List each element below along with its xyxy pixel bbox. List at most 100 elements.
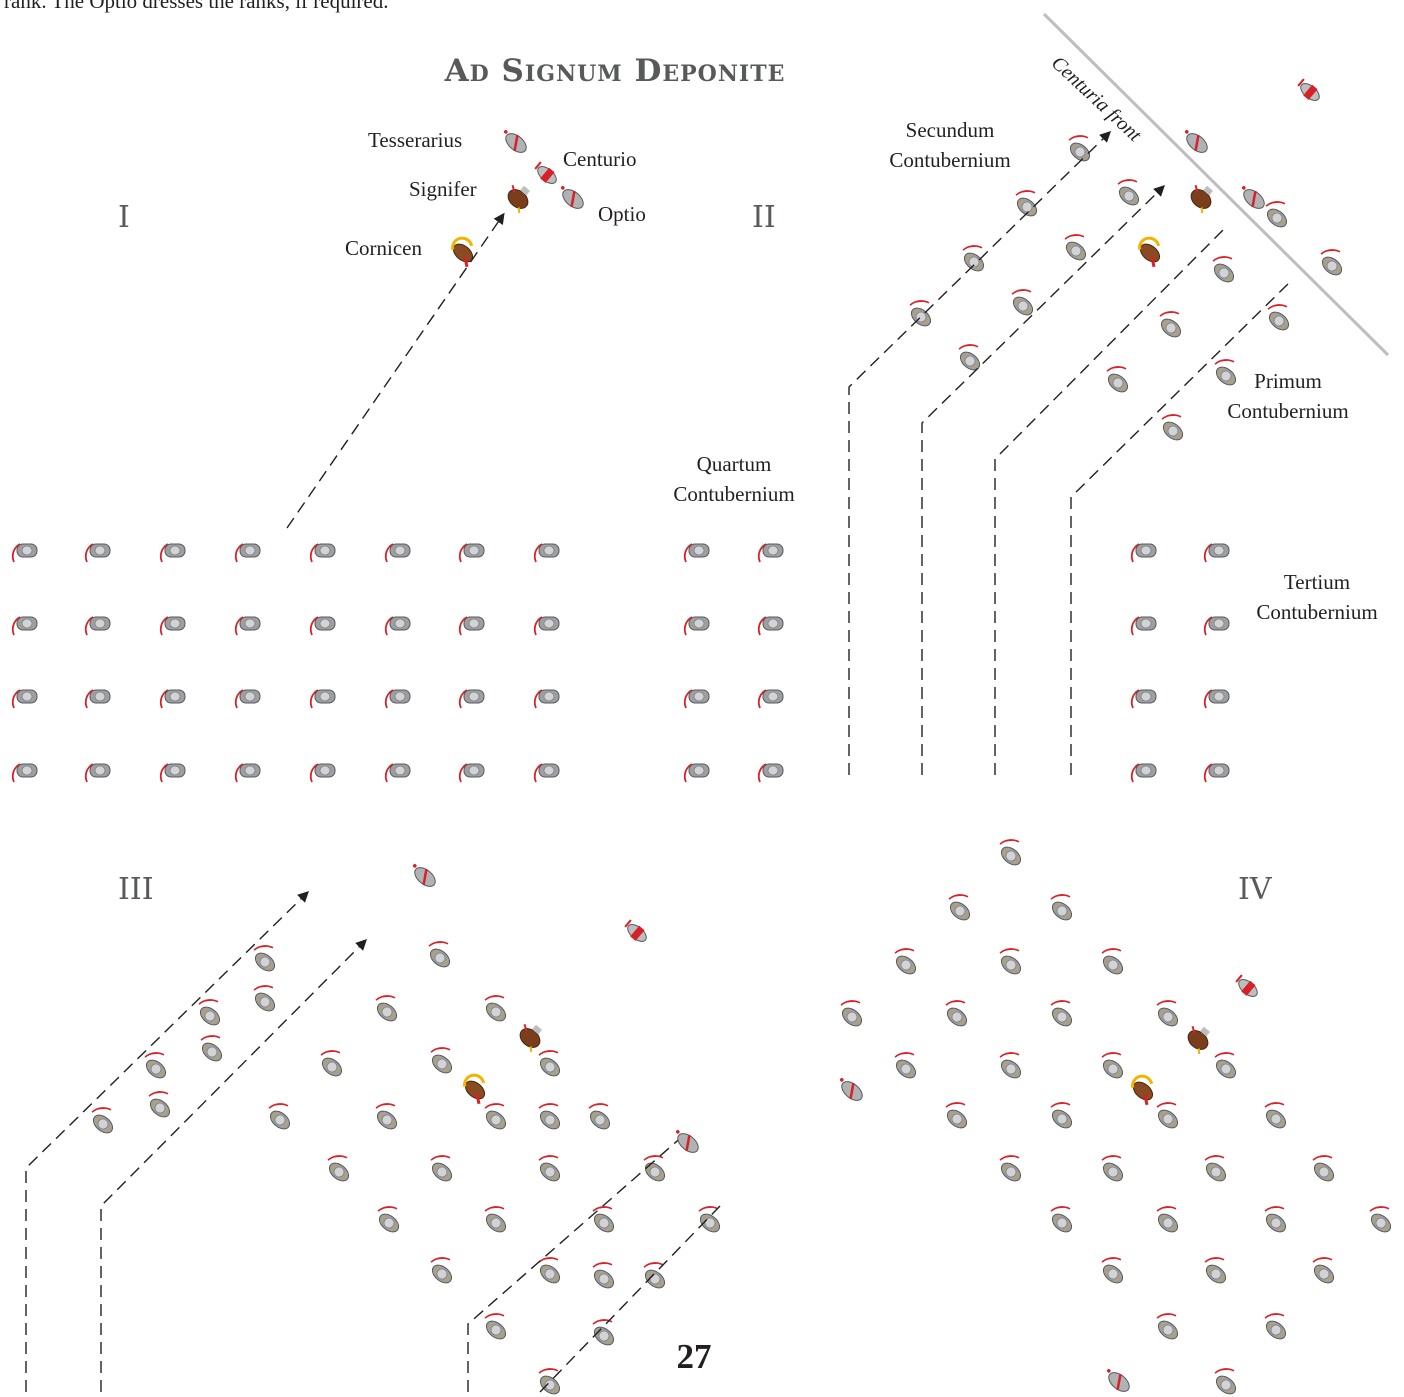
diagonal-soldier <box>1044 1095 1082 1133</box>
grid-soldier <box>11 689 38 709</box>
signifer-figure-p3 <box>512 1017 549 1054</box>
panel-label-iv: IV <box>1238 872 1272 907</box>
label-secundum-contubernium: Secundum Contubernium <box>870 115 1030 176</box>
diagonal-soldier <box>1044 1199 1082 1237</box>
intro-sentence: rank. The Optio dresses the ranks, if re… <box>4 0 389 13</box>
grid-soldier <box>1130 543 1157 563</box>
diagonal-soldier <box>422 934 460 972</box>
grid-soldier <box>458 689 485 709</box>
footnote-ref: 60 <box>394 0 404 2</box>
optio-figure-p4 <box>833 1073 867 1106</box>
diagonal-soldier <box>1206 249 1244 287</box>
diagonal-soldier <box>834 993 872 1031</box>
diagonal-soldier <box>942 887 980 925</box>
diagonal-soldier <box>637 1148 675 1186</box>
grid-soldier <box>757 616 784 636</box>
diagonal-soldier <box>903 293 941 331</box>
diagonal-soldier <box>1208 1045 1246 1083</box>
diagonal-soldier <box>1150 1199 1188 1237</box>
grid-soldier <box>384 616 411 636</box>
intro-text: rank. The Optio dresses the ranks, if re… <box>4 0 404 16</box>
optio-figure-p3 <box>669 1125 703 1158</box>
grid-soldier <box>234 616 261 636</box>
grid-soldier <box>84 689 111 709</box>
march-path-line <box>100 939 367 1392</box>
diagonal-soldier <box>1009 183 1047 221</box>
grid-soldier <box>159 616 186 636</box>
grid-soldier <box>533 763 560 783</box>
grid-soldier <box>1203 543 1230 563</box>
diagonal-soldier <box>582 1096 620 1134</box>
grid-soldier <box>309 543 336 563</box>
diagonal-soldier <box>586 1312 624 1350</box>
label-tertium-contubernium: Tertium Contubernium <box>1237 567 1397 628</box>
diagonal-soldier <box>1258 1199 1296 1237</box>
grid-soldier <box>757 543 784 563</box>
diagonal-soldier <box>1044 993 1082 1031</box>
label-optio: Optio <box>598 202 646 226</box>
label-primum-contubernium: Primum Contubernium <box>1208 366 1368 427</box>
grid-soldier <box>683 543 710 563</box>
grid-soldier <box>84 616 111 636</box>
grid-soldier <box>683 689 710 709</box>
grid-soldier <box>1130 763 1157 783</box>
diagonal-soldier <box>424 1148 462 1186</box>
diagonal-soldier <box>85 1100 123 1138</box>
diagonal-soldier <box>478 1096 516 1134</box>
march-path-line <box>467 1134 685 1392</box>
diagonal-soldier <box>1058 227 1096 265</box>
diagonal-soldier <box>586 1255 624 1293</box>
diagonal-soldier <box>956 238 994 276</box>
diagram-heading: Ad Signum Deponite <box>444 53 786 89</box>
grid-soldier <box>84 763 111 783</box>
grid-soldier <box>458 616 485 636</box>
page-number: 27 <box>676 1337 712 1376</box>
cornicen-figure-p1 <box>445 232 483 269</box>
diagonal-soldier <box>1062 128 1100 166</box>
grid-soldier <box>757 689 784 709</box>
signifer-figure-p4 <box>1180 1019 1217 1056</box>
tesserarius-figure <box>497 125 531 158</box>
grid-soldier <box>159 689 186 709</box>
diagonal-soldier <box>888 941 926 979</box>
diagonal-soldier <box>532 1361 570 1397</box>
diagonal-soldier <box>1155 407 1193 445</box>
diagonal-soldier <box>1150 1306 1188 1344</box>
diagonal-soldier <box>1100 359 1138 397</box>
grid-soldier <box>533 616 560 636</box>
diagonal-soldier <box>1005 282 1043 320</box>
grid-soldier <box>384 543 411 563</box>
diagonal-soldier <box>478 988 516 1026</box>
diagonal-soldier <box>1150 1095 1188 1133</box>
signifer-figure-p1 <box>500 178 537 215</box>
diagonal-soldier <box>1095 1045 1133 1083</box>
diagonal-soldier <box>888 1045 926 1083</box>
panel-label-ii: II <box>752 200 776 235</box>
diagonal-soldier <box>532 1250 570 1288</box>
diagonal-soldier <box>369 1096 407 1134</box>
diagonal-soldier <box>247 978 285 1016</box>
march-path-line <box>1070 281 1291 775</box>
grid-soldier <box>533 689 560 709</box>
diagonal-soldier <box>478 1199 516 1237</box>
diagonal-soldier <box>1258 1306 1296 1344</box>
grid-soldier <box>1203 689 1230 709</box>
label-tertium: Tertium <box>1283 570 1351 594</box>
march-path-line <box>539 1205 721 1393</box>
diagonal-soldier <box>371 1199 409 1237</box>
diagonal-soldier <box>1111 172 1149 210</box>
diagonal-soldier <box>532 1043 570 1081</box>
grid-soldier <box>234 689 261 709</box>
grid-soldier <box>458 763 485 783</box>
grid-soldier <box>1203 616 1230 636</box>
grid-soldier <box>84 543 111 563</box>
grid-soldier <box>1203 763 1230 783</box>
diagonal-soldier <box>1095 941 1133 979</box>
march-path-line <box>848 131 1112 775</box>
label-centurio: Centurio <box>563 147 637 171</box>
diagonal-soldier <box>424 1250 462 1288</box>
label-primum-contubernium-word: Contubernium <box>1227 399 1349 424</box>
grid-soldier <box>11 763 38 783</box>
label-tesserarius: Tesserarius <box>368 128 463 152</box>
diagonal-soldier <box>478 1306 516 1344</box>
